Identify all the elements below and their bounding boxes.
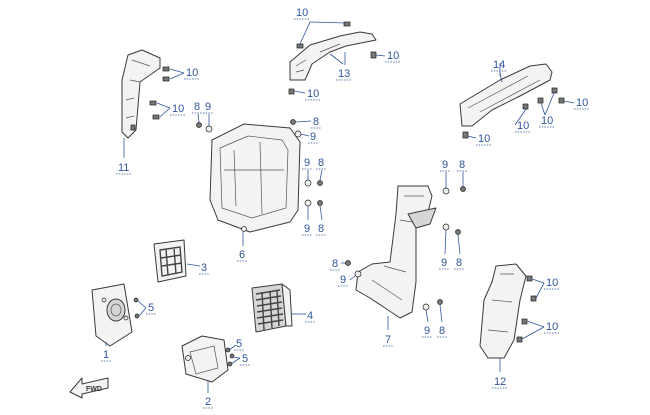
callout-5c: 5 (242, 353, 248, 365)
callout-2: 2 (205, 396, 211, 408)
hardware-leaders-8-9 (197, 113, 464, 323)
leader-3 (186, 263, 201, 267)
hardware-10-top (288, 21, 377, 95)
callout-8e: 8 (459, 159, 465, 171)
callout-10e: 10 (307, 88, 319, 100)
hardware-10-right-top (462, 87, 565, 139)
part-11-left-bracket (121, 49, 161, 139)
callout-10g: 10 (517, 120, 529, 132)
leaders-left-10 (156, 68, 185, 118)
callout-9d: 9 (304, 223, 310, 235)
callout-8g: 8 (332, 258, 338, 270)
callout-10i: 10 (478, 133, 490, 145)
leaders-5-lower (228, 344, 241, 365)
callout-8d: 8 (318, 223, 324, 235)
callout-6: 6 (239, 249, 245, 261)
part-12-right-bracket (479, 263, 527, 359)
callout-10d: 10 (387, 50, 399, 62)
callout-5a: 5 (148, 302, 154, 314)
callout-9g: 9 (340, 274, 346, 286)
callout-10k: 10 (546, 321, 558, 333)
hardware-10-bolts-left (149, 66, 170, 120)
part-1-cover (91, 283, 140, 347)
callout-14: 14 (493, 59, 505, 71)
callout-labels: 1 2 3 4 5 5 5 6 7 8 8 8 8 8 8 8 8 9 (101, 7, 590, 409)
callout-13: 13 (338, 68, 350, 80)
part-leaders (105, 52, 501, 393)
leaders-5-upper (137, 300, 147, 317)
callout-9a: 9 (205, 101, 211, 113)
callout-10b: 10 (172, 103, 184, 115)
fwd-label: FWD (86, 386, 102, 393)
callout-10h: 10 (541, 115, 553, 127)
part-3-grille (153, 239, 187, 283)
hardware-10-right-low (516, 275, 537, 343)
callout-10a: 10 (186, 67, 198, 79)
callout-9b: 9 (310, 131, 316, 143)
callout-7: 7 (385, 334, 391, 346)
leaders-right-low-10 (521, 278, 545, 340)
callout-4: 4 (307, 310, 313, 322)
callout-12: 12 (494, 376, 506, 388)
callout-10c: 10 (296, 7, 308, 19)
callout-11: 11 (118, 162, 129, 174)
part-14-right-rail (459, 63, 553, 127)
hardware-8-9-right (345, 186, 466, 311)
part-7-right-housing (355, 185, 437, 319)
callout-1: 1 (103, 349, 109, 361)
leaders-top-10 (293, 21, 386, 94)
callout-8c: 8 (318, 157, 324, 169)
part-6-center-housing (209, 123, 301, 233)
callout-5b: 5 (236, 338, 242, 350)
leaders-right-10 (467, 72, 575, 139)
callout-8h: 8 (439, 325, 445, 337)
part-2-bracket (181, 335, 235, 383)
callout-10f: 10 (576, 97, 588, 109)
callout-8a: 8 (194, 101, 200, 113)
callout-8f: 8 (456, 257, 462, 269)
part-4-filter (251, 283, 293, 333)
part-13-top-rail (289, 31, 377, 81)
hardware-8-9-center (196, 119, 323, 207)
callout-9f: 9 (441, 257, 447, 269)
callout-8b: 8 (313, 116, 319, 128)
callout-3: 3 (201, 262, 207, 274)
fwd-arrow-icon: FWD (69, 377, 109, 399)
callout-9h: 9 (424, 325, 430, 337)
callout-10j: 10 (546, 277, 558, 289)
callout-9e: 9 (442, 159, 448, 171)
callout-9c: 9 (304, 157, 310, 169)
